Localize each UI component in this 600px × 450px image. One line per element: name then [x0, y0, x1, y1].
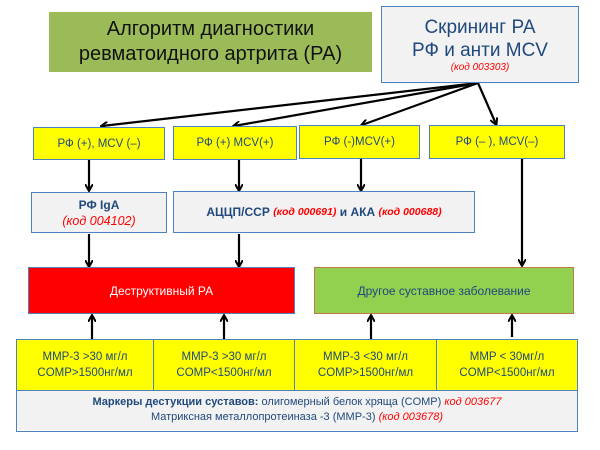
- marker-cell-line: MMP-3 <30 мг/л: [323, 351, 408, 363]
- result-label: РФ (+) MCV(+): [196, 137, 274, 149]
- test-conj: и: [339, 205, 348, 219]
- outcome-other-joint-disease: Другое суставное заболевание: [314, 267, 574, 314]
- result-box-rf-pos-mcv-pos: РФ (+) MCV(+): [173, 126, 297, 160]
- test-name-accp: АЦЦП/ССР: [206, 205, 270, 219]
- screening-code: (код 003303): [450, 61, 510, 73]
- test-box-accp-aka: АЦЦП/ССР (код 000691) и АКА (код 000688): [173, 191, 475, 233]
- test-code-rf-iga: (код 004102): [62, 213, 136, 228]
- title-line-2: ревматоидного артрита (РА): [78, 43, 343, 65]
- arrow-screen-to-result-3: [362, 81, 479, 125]
- result-box-rf-neg-mcv-neg: РФ (– ), MCV(–): [429, 125, 565, 159]
- marker-cell-line: COMP>1500нг/мл: [37, 367, 133, 379]
- outcome-destructive-ra: Деструктивный РА: [28, 267, 295, 314]
- markers-cells-row: MMP-3 >30 мг/л COMP>1500нг/мл MMP-3 >30 …: [17, 340, 577, 391]
- title-line-1: Алгоритм диагностики: [106, 18, 315, 40]
- result-label: РФ (-)MCV(+): [324, 136, 395, 148]
- outcome-label: Другое суставное заболевание: [357, 283, 531, 298]
- markers-mmp-code: (код 003678): [378, 411, 444, 423]
- diagram-title: Алгоритм диагностики ревматоидного артри…: [49, 12, 372, 72]
- arrow-screen-to-result-2: [234, 81, 479, 126]
- markers-mmp-text: Матриксная металлопротеиназа -3 (MMP-3): [150, 411, 376, 423]
- marker-cell-4: MMP < 30мг/л COMP<1500нг/мл: [437, 340, 577, 391]
- marker-cell-line: COMP<1500нг/мл: [459, 367, 555, 379]
- markers-comp-text: олигомерный белок хряща (COMP): [261, 396, 442, 408]
- markers-note-line-2: Матриксная металлопротеиназа -3 (MMP-3) …: [17, 410, 577, 425]
- screening-line-1: Скрининг РА: [424, 16, 536, 38]
- marker-cell-2: MMP-3 >30 мг/л COMP<1500нг/мл: [154, 340, 295, 391]
- outcome-label: Деструктивный РА: [109, 283, 214, 298]
- test-code-aka: (код 000688): [378, 206, 442, 218]
- test-code-accp: (код 000691): [273, 206, 337, 218]
- marker-cell-line: COMP<1500нг/мл: [176, 367, 272, 379]
- result-box-rf-neg-mcv-pos: РФ (-)MCV(+): [299, 125, 420, 159]
- screening-box: Скрининг РА РФ и анти MCV (код 003303): [381, 6, 579, 83]
- markers-comp-code: код 003677: [444, 396, 502, 408]
- marker-cell-3: MMP-3 <30 мг/л COMP>1500нг/мл: [295, 340, 437, 391]
- marker-cell-1: MMP-3 >30 мг/л COMP>1500нг/мл: [17, 340, 154, 391]
- test-box-rf-iga: РФ IgA (код 004102): [31, 192, 167, 233]
- marker-cell-line: MMP < 30мг/л: [469, 351, 545, 363]
- result-box-rf-pos-mcv-neg: РФ (+), MCV (–): [33, 127, 165, 160]
- markers-note-line-1: Маркеры дестукции суставов: олигомерный …: [17, 395, 577, 410]
- test-name-rf-iga: РФ IgA: [78, 197, 120, 212]
- markers-note: Маркеры дестукции суставов: олигомерный …: [17, 391, 577, 430]
- test-name-aka: АКА: [350, 205, 376, 219]
- markers-table: MMP-3 >30 мг/л COMP>1500нг/мл MMP-3 >30 …: [16, 339, 578, 432]
- result-label: РФ (+), MCV (–): [57, 137, 141, 150]
- marker-cell-line: MMP-3 >30 мг/л: [181, 351, 267, 363]
- arrow-screen-to-result-1: [102, 81, 479, 126]
- screening-line-2: РФ и анти MCV: [412, 39, 548, 61]
- marker-cell-line: MMP-3 >30 мг/л: [42, 351, 128, 363]
- marker-cell-line: COMP>1500нг/мл: [317, 367, 414, 379]
- result-label: РФ (– ), MCV(–): [455, 136, 539, 148]
- markers-heading: Маркеры дестукции суставов:: [92, 396, 259, 408]
- arrow-screen-to-result-4: [476, 82, 496, 124]
